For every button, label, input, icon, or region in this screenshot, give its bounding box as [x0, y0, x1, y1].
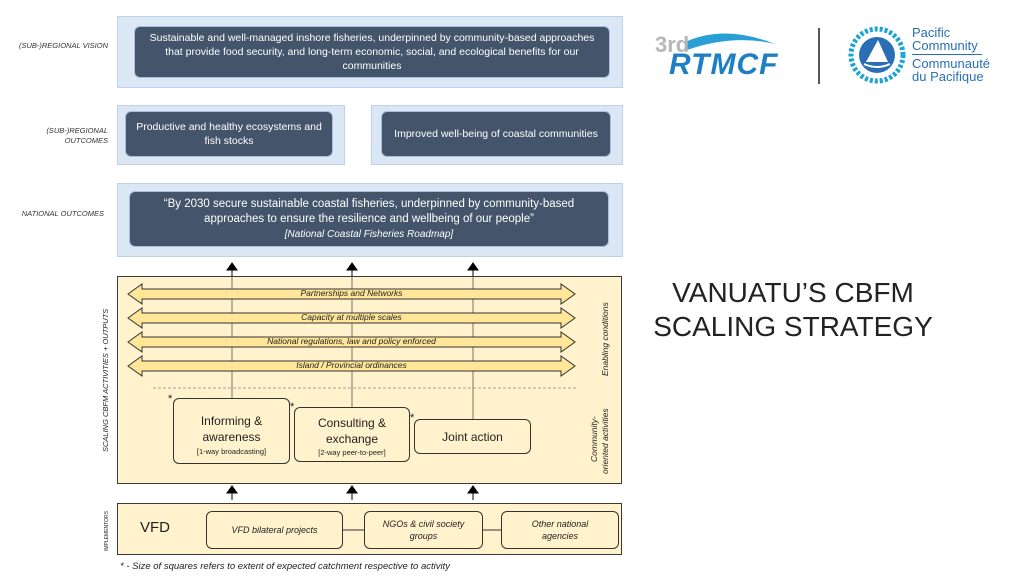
activity-informing-title: Informing & awareness [200, 414, 263, 444]
slide-title: VANUATU’S CBFM SCALING STRATEGY [648, 276, 938, 344]
double-arrow-ordinances [127, 355, 576, 377]
national-source: [National Coastal Fisheries Roadmap] [284, 228, 454, 240]
activity-consulting: Consulting & exchange [2-way peer-to-pee… [294, 407, 410, 462]
pc-en-line2: Community [912, 38, 978, 53]
implementor-ngos: NGOs & civil society groups [364, 511, 483, 549]
logo-divider [818, 28, 820, 84]
national-quote: “By 2030 secure sustainable coastal fish… [163, 197, 575, 225]
implementor-vfd: VFD [140, 519, 170, 536]
activity-informing: Informing & awareness [1-way broadcastin… [173, 398, 290, 464]
outcome-box-ecosystems: Productive and healthy ecosystems and fi… [125, 111, 333, 157]
rtmcf-logo: 3rd RTMCF [655, 28, 795, 84]
pacific-community-emblem-icon [848, 26, 906, 84]
double-arrow-partnerships [127, 283, 576, 305]
activity-consulting-note: [2-way peer-to-peer] [318, 448, 386, 457]
enabling-item-capacity: Capacity at multiple scales [301, 312, 402, 322]
star-joint-action: * [410, 412, 415, 424]
pc-fr-line2: du Pacifique [912, 69, 984, 84]
enabling-item-ordinances: Island / Provincial ordinances [296, 360, 407, 370]
activity-joint-action: Joint action [414, 419, 531, 454]
vision-box: Sustainable and well-managed inshore fis… [134, 26, 610, 78]
pc-divider [912, 54, 982, 55]
implementor-vfd-projects: VFD bilateral projects [206, 511, 343, 549]
double-arrow-regulations [127, 331, 576, 353]
row-label-outcomes: (SUB-)REGIONAL OUTCOMES [46, 126, 108, 145]
outcome-box-wellbeing: Improved well-being of coastal communiti… [381, 111, 611, 157]
activity-joint-action-title: Joint action [442, 429, 503, 444]
enabling-item-regulations: National regulations, law and policy enf… [267, 336, 436, 346]
rtmcf-prefix: 3rd [655, 32, 690, 57]
activity-consulting-title: Consulting & exchange [317, 416, 387, 446]
row-label-vision: (SUB-)REGIONAL VISION [18, 41, 108, 50]
enabling-item-partnerships: Partnerships and Networks [300, 288, 403, 298]
footnote: * - Size of squares refers to extent of … [120, 561, 451, 572]
rtmcf-wordmark: RTMCF [669, 48, 779, 81]
rtmcf-swoosh-icon [685, 33, 775, 50]
star-consulting: * [290, 401, 295, 413]
implementor-other-agencies: Other national agencies [501, 511, 619, 549]
activity-informing-note: [1-way broadcasting] [196, 447, 267, 456]
pc-fr-line1: Communauté [912, 56, 991, 71]
double-arrow-capacity [127, 307, 576, 329]
star-informing: * [168, 393, 173, 405]
row-label-national: NATIONAL OUTCOMES [21, 209, 104, 218]
slide-title-line1: VANUATU’S CBFM [672, 277, 914, 308]
national-box: “By 2030 secure sustainable coastal fish… [129, 191, 609, 247]
pacific-community-text: Pacific Community Communauté du Pacifiqu… [912, 26, 990, 83]
slide-title-line2: SCALING STRATEGY [653, 311, 933, 342]
pc-en-line1: Pacific [912, 25, 951, 40]
